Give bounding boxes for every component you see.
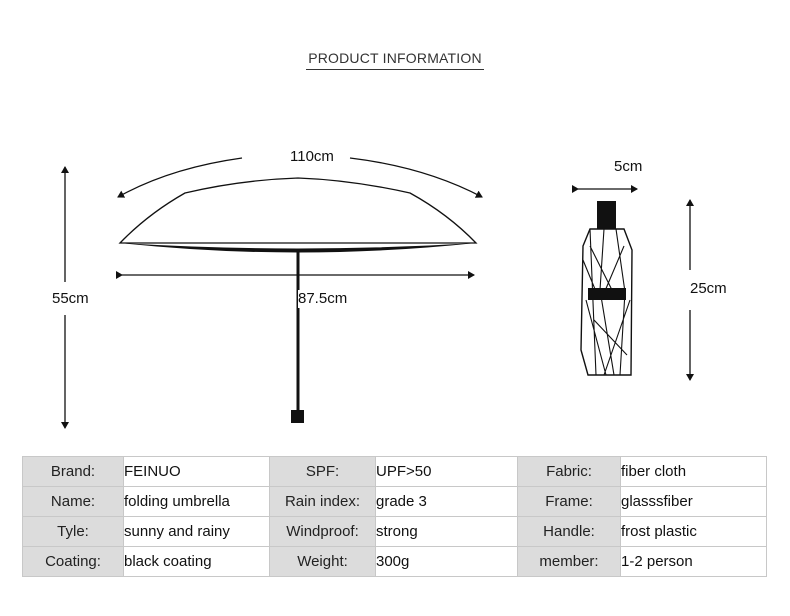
table-row: Coating: black coating Weight: 300g memb… — [22, 546, 767, 577]
table-row: Brand: FEINUO SPF: UPF>50 Fabric: fiber … — [22, 456, 767, 487]
spec-label: Weight: — [269, 546, 376, 577]
page-title: PRODUCT INFORMATION — [0, 50, 790, 70]
spec-value: glasssfiber — [620, 486, 767, 517]
table-row: Tyle: sunny and rainy Windproof: strong … — [22, 516, 767, 547]
spec-label: Coating: — [22, 546, 124, 577]
spec-label: Rain index: — [269, 486, 376, 517]
spec-label: Fabric: — [517, 456, 621, 487]
span-arc-right-arrow — [349, 157, 483, 198]
span-label: 110cm — [290, 148, 334, 166]
umbrella-handle — [291, 410, 304, 423]
umbrella-canopy-underside — [120, 243, 476, 253]
spec-label: Tyle: — [22, 516, 124, 547]
umbrella-diagram — [61, 157, 694, 429]
umbrella-canopy — [118, 177, 478, 244]
spec-value: strong — [375, 516, 518, 547]
spec-label: Brand: — [22, 456, 124, 487]
span-arc-left-arrow — [117, 157, 243, 198]
spec-label: Frame: — [517, 486, 621, 517]
spec-value: black coating — [123, 546, 270, 577]
spec-value: 1-2 person — [620, 546, 767, 577]
table-row: Name: folding umbrella Rain index: grade… — [22, 486, 767, 517]
spec-value: 300g — [375, 546, 518, 577]
page-title-text: PRODUCT INFORMATION — [306, 50, 484, 70]
spec-table: Brand: FEINUO SPF: UPF>50 Fabric: fiber … — [22, 456, 767, 577]
spec-value: folding umbrella — [123, 486, 270, 517]
spec-value: FEINUO — [123, 456, 270, 487]
spec-value: grade 3 — [375, 486, 518, 517]
spec-label: Windproof: — [269, 516, 376, 547]
height-label: 55cm — [52, 290, 89, 308]
spec-label: SPF: — [269, 456, 376, 487]
folded-width-label: 5cm — [614, 158, 643, 176]
spec-label: member: — [517, 546, 621, 577]
spec-value: sunny and rainy — [123, 516, 270, 547]
spec-value: UPF>50 — [375, 456, 518, 487]
spec-label: Name: — [22, 486, 124, 517]
folded-length-label: 25cm — [690, 280, 727, 298]
diameter-label: 87.5cm — [298, 290, 348, 308]
spec-value: fiber cloth — [620, 456, 767, 487]
spec-value: frost plastic — [620, 516, 767, 547]
folded-umbrella — [580, 201, 633, 376]
spec-label: Handle: — [517, 516, 621, 547]
